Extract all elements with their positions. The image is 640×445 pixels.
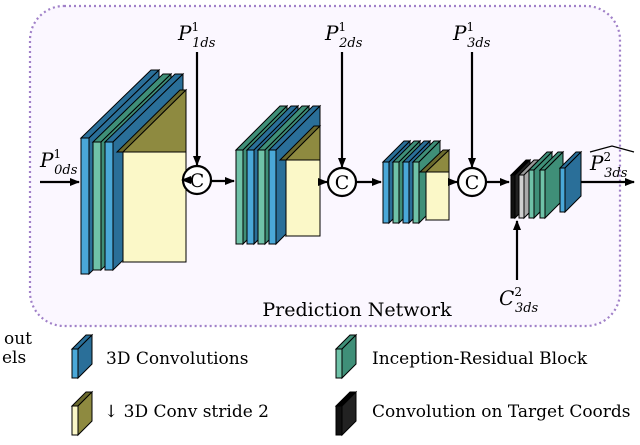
concat-node-1: C — [181, 164, 213, 196]
concat-node-2: C — [326, 166, 358, 198]
conv-block — [558, 150, 583, 214]
concat-symbol: C — [465, 172, 480, 194]
block-group-3 — [381, 139, 451, 225]
stride-conv-block — [115, 88, 188, 264]
block-group-4 — [509, 150, 583, 220]
block-group-2 — [234, 104, 322, 246]
stride-conv-block — [278, 124, 322, 238]
legend-item-conv: 3D Convolutions — [70, 333, 248, 380]
legend: 3D Convolutions Inception-Residual Block… — [70, 333, 631, 437]
legend-item-inception: Inception-Residual Block — [334, 333, 588, 380]
network-title: Prediction Network — [262, 299, 452, 321]
legend-item-target: Convolution on Target Coords — [334, 390, 631, 437]
clipped-left-text-1: out — [4, 329, 32, 349]
block-group-1 — [79, 68, 188, 276]
legend-label: ↓ 3D Conv stride 2 — [104, 402, 269, 422]
concat-symbol: C — [190, 170, 205, 192]
concat-node-3: C — [456, 166, 488, 198]
arrows — [40, 52, 635, 280]
concat-symbol: C — [335, 172, 350, 194]
legend-item-stride: ↓ 3D Conv stride 2 — [70, 390, 269, 437]
output-hat — [589, 145, 635, 153]
legend-label: Convolution on Target Coords — [372, 402, 631, 422]
stride-conv-block — [418, 148, 451, 222]
legend-label: Inception-Residual Block — [372, 349, 588, 369]
legend-label: 3D Convolutions — [106, 349, 248, 369]
clipped-left-text-2: els — [2, 348, 26, 368]
